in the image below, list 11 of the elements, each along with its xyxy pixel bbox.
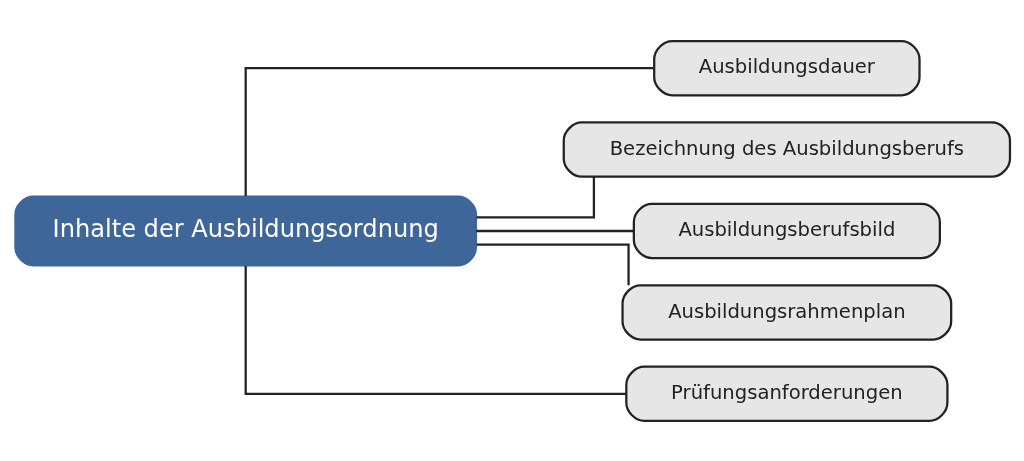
connector <box>475 229 634 232</box>
connector <box>476 242 630 285</box>
node-box: Ausbildungsrahmenplan <box>620 283 952 341</box>
node-box: Inhalte der Ausbildungsordnung <box>13 195 477 266</box>
connector <box>244 265 626 395</box>
node-box: Bezeichnung des Ausbildungsberufs <box>562 120 1011 178</box>
node-box: Ausbildungsdauer <box>652 39 921 96</box>
node-box: Prüfungsanforderungen <box>624 365 949 422</box>
connector <box>244 66 654 196</box>
node-box: Ausbildungsberufsbild <box>632 202 941 259</box>
connector <box>476 176 595 219</box>
